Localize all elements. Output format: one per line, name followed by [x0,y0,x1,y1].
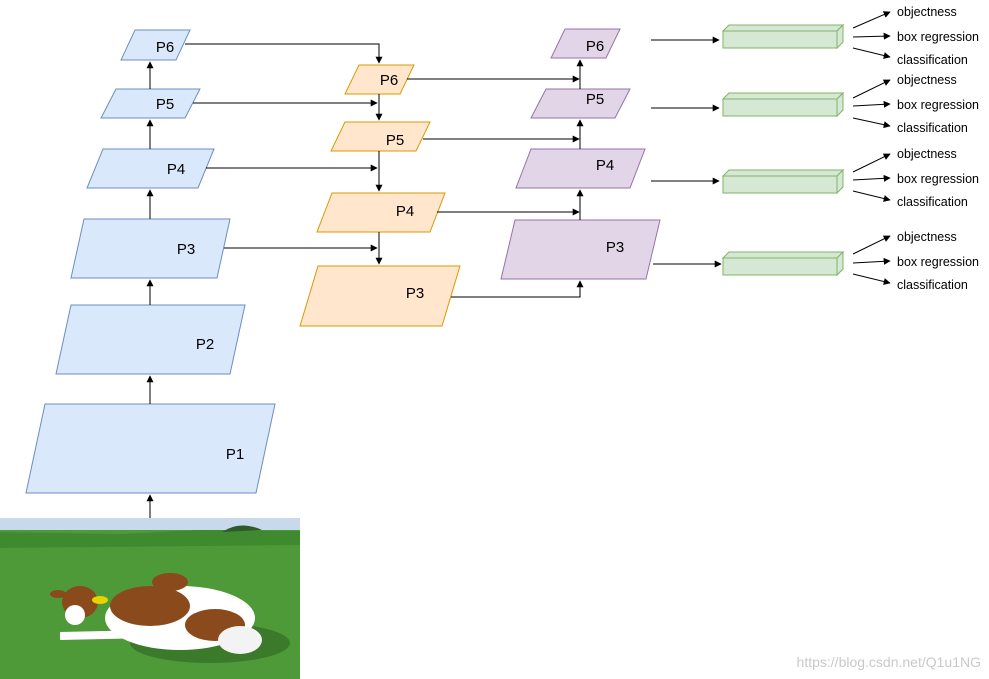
head-arrow-objectness [852,235,891,255]
head-arrow-objectness [852,153,891,173]
bottomup-p3-label: P3 [606,239,624,256]
arrows [146,36,722,518]
bottomup-p5-label: P5 [586,91,604,108]
bottomup-p4-label: P4 [596,157,614,174]
head-arrow-box [852,32,891,40]
bottomup-p4: P4 [515,148,646,189]
head-row-3: objectness box regression classification [721,230,979,292]
head-classification-label: classification [897,195,968,209]
head-arrow-objectness [852,79,891,99]
head-objectness-label: objectness [897,5,957,19]
head-arrow-class [852,190,891,202]
topdown-p3-label: P3 [406,285,424,302]
head-arrow-objectness [852,11,891,29]
backbone-p1: P1 [25,403,276,494]
backbone-column: P1 P2 P3 P4 P5 P6 [25,29,276,494]
head-row-0: objectness box regression classification [721,5,979,67]
head-objectness-label: objectness [897,73,957,87]
head-arrow-class [852,273,891,285]
topdown-p5-label: P5 [386,132,404,149]
head-classification-label: classification [897,278,968,292]
bottomup-p6-label: P6 [586,38,604,55]
head-arrow-box [852,100,891,108]
topdown-p6: P6 [344,64,415,95]
head-box [721,168,845,195]
backbone-p4: P4 [86,148,215,189]
head-objectness-label: objectness [897,147,957,161]
backbone-p2-label: P2 [196,336,214,353]
head-box [721,91,845,118]
bottomup-column: P3 P4 P5 P6 [500,28,661,280]
head-classification-label: classification [897,53,968,67]
backbone-p5-label: P5 [156,96,174,113]
backbone-p1-label: P1 [226,446,244,463]
topdown-p6-label: P6 [380,72,398,89]
head-box-regression-label: box regression [897,98,979,112]
backbone-p3-label: P3 [177,241,195,258]
topdown-p4-label: P4 [396,203,414,220]
backbone-p6-label: P6 [156,39,174,56]
topdown-p5: P5 [330,121,431,152]
head-arrow-box [852,257,891,265]
head-arrow-class [852,47,891,59]
head-arrow-box [852,174,891,182]
backbone-p6: P6 [120,29,191,61]
head-objectness-label: objectness [897,230,957,244]
topdown-p4: P4 [316,192,446,233]
head-box-regression-label: box regression [897,30,979,44]
input-image [0,518,300,679]
bottomup-p5: P5 [530,88,631,119]
head-box [721,250,845,277]
bottomup-p3: P3 [500,219,661,280]
topdown-column: P3 P4 P5 P6 [299,64,461,327]
arrow-b6-to-t6 [185,43,383,64]
head-row-1: objectness box regression classification [721,73,979,135]
backbone-p3: P3 [70,218,231,279]
backbone-p5: P5 [100,88,201,119]
bottomup-p6: P6 [550,28,621,59]
cow-icon [50,573,262,654]
arrow-t3-to-u3 [451,280,584,298]
head-arrow-class [852,117,891,129]
head-box [721,23,845,50]
watermark: https://blog.csdn.net/Q1u1NG [797,654,981,670]
backbone-p2: P2 [55,304,246,375]
head-row-2: objectness box regression classification [721,147,979,209]
head-box-regression-label: box regression [897,255,979,269]
backbone-p4-label: P4 [167,161,185,178]
head-classification-label: classification [897,121,968,135]
topdown-p3: P3 [299,265,461,327]
head-box-regression-label: box regression [897,172,979,186]
